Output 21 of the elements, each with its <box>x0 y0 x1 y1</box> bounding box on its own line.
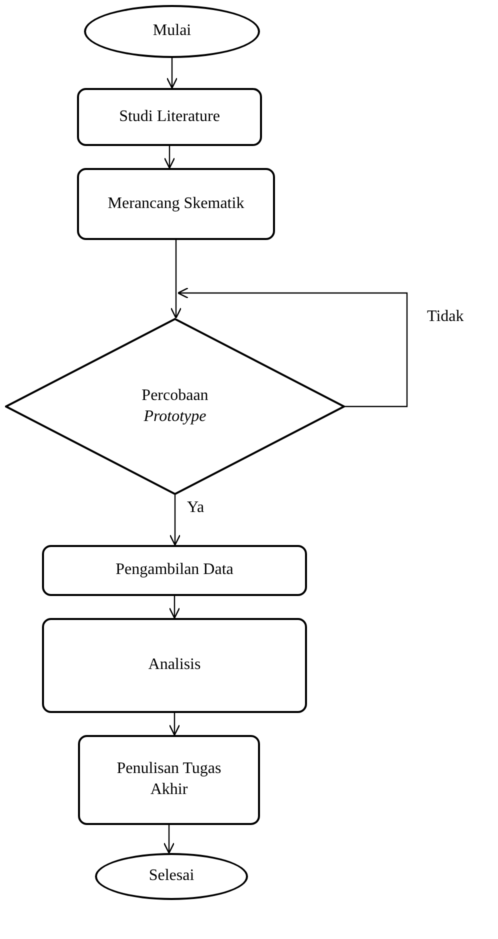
arrow <box>168 596 180 619</box>
process-box <box>77 88 262 146</box>
arrow <box>163 825 175 854</box>
node-label: Merancang Skematik <box>108 194 244 214</box>
node-label: Selesai <box>148 866 194 886</box>
arrow <box>164 146 176 169</box>
arrow <box>177 287 408 408</box>
arrow <box>166 58 178 89</box>
process-box <box>78 735 260 825</box>
process-box <box>77 168 275 240</box>
node-label: Analisis <box>148 655 201 676</box>
arrow <box>170 240 182 319</box>
node-label: Penulisan Tugas Akhir <box>116 759 222 800</box>
process-box <box>42 545 307 596</box>
node-label: Studi Literature <box>119 106 220 127</box>
node-label: Percobaan Prototype <box>140 386 210 426</box>
node-label: Mulai <box>152 21 192 42</box>
arrow <box>169 495 181 546</box>
process-box <box>42 618 307 713</box>
node-label: Pengambilan Data <box>116 560 234 580</box>
arrow <box>168 713 180 736</box>
